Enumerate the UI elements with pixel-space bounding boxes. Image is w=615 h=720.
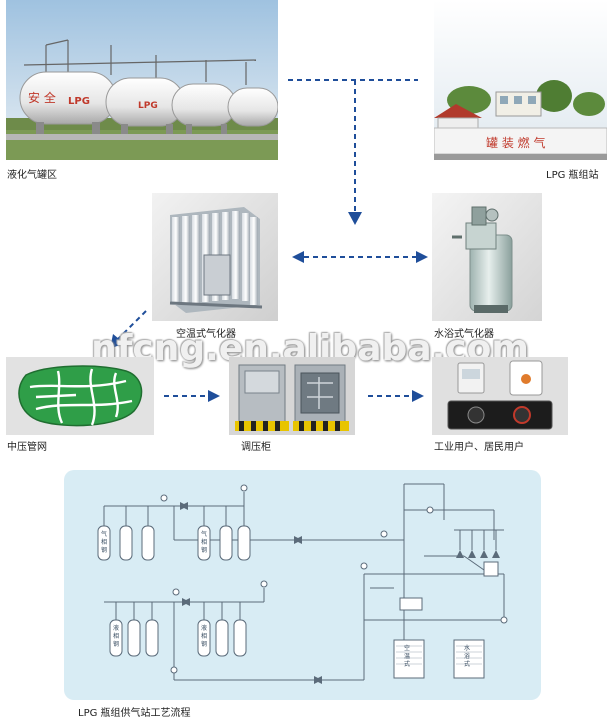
svg-text:相: 相 [113, 632, 119, 640]
regulator-label: 调压柜 [241, 442, 271, 453]
svg-text:液: 液 [113, 624, 119, 632]
svg-text:相: 相 [201, 632, 207, 640]
svg-text:罐 装 燃 气: 罐 装 燃 气 [486, 135, 545, 150]
water-vaporizer-label: 水浴式气化器 [434, 329, 494, 340]
lpg-station-photo: 罐 装 燃 气 [434, 0, 607, 160]
svg-text:钢: 钢 [113, 640, 119, 648]
svg-text:式: 式 [464, 660, 470, 668]
svg-text:相: 相 [201, 538, 207, 546]
tank-area-photo: 安 全 LPG LPG [6, 0, 278, 160]
svg-text:安 全: 安 全 [28, 90, 56, 105]
users-photo [432, 357, 568, 435]
regulator-to-users-arrow [368, 390, 424, 402]
svg-text:浴: 浴 [464, 652, 470, 660]
tank-area-label: 液化气罐区 [7, 170, 57, 181]
svg-text:水: 水 [464, 644, 470, 652]
users-label: 工业用户、居民用户 [434, 442, 524, 453]
svg-text:液: 液 [201, 624, 207, 632]
svg-text:钢: 钢 [201, 546, 207, 554]
regulator-cabinet-photo [229, 357, 355, 435]
svg-text:钢: 钢 [201, 640, 207, 648]
svg-text:相: 相 [101, 538, 107, 546]
flow-caption: LPG 瓶组供气站工艺流程 [78, 708, 191, 719]
water-vaporizer-photo [432, 193, 542, 321]
vaporizer-to-network-arrow [110, 310, 147, 349]
tank-sign-2: LPG [138, 101, 158, 111]
top-connector-arrow [288, 79, 418, 225]
svg-text:钢: 钢 [101, 546, 107, 554]
air-vaporizer-label: 空温式气化器 [176, 329, 236, 340]
lpg-station-label: LPG 瓶组站 [546, 170, 599, 181]
svg-text:气: 气 [101, 530, 107, 538]
network-to-regulator-arrow [164, 390, 220, 402]
network-map-photo [6, 357, 154, 435]
air-vaporizer-photo [152, 193, 278, 321]
tank-sign-1: LPG [68, 96, 90, 107]
svg-text:空: 空 [404, 644, 410, 652]
svg-text:式: 式 [404, 660, 410, 668]
svg-text:气: 气 [201, 530, 207, 538]
process-flow-schematic: 气相钢 气相钢 液相钢 液相钢 空温式 水浴式 [97, 483, 508, 684]
network-label: 中压管网 [7, 442, 47, 453]
svg-text:温: 温 [404, 652, 410, 660]
vaporizer-link-arrow [292, 251, 428, 263]
process-flow-panel: 气相钢 气相钢 液相钢 液相钢 空温式 水浴式 [64, 470, 541, 700]
